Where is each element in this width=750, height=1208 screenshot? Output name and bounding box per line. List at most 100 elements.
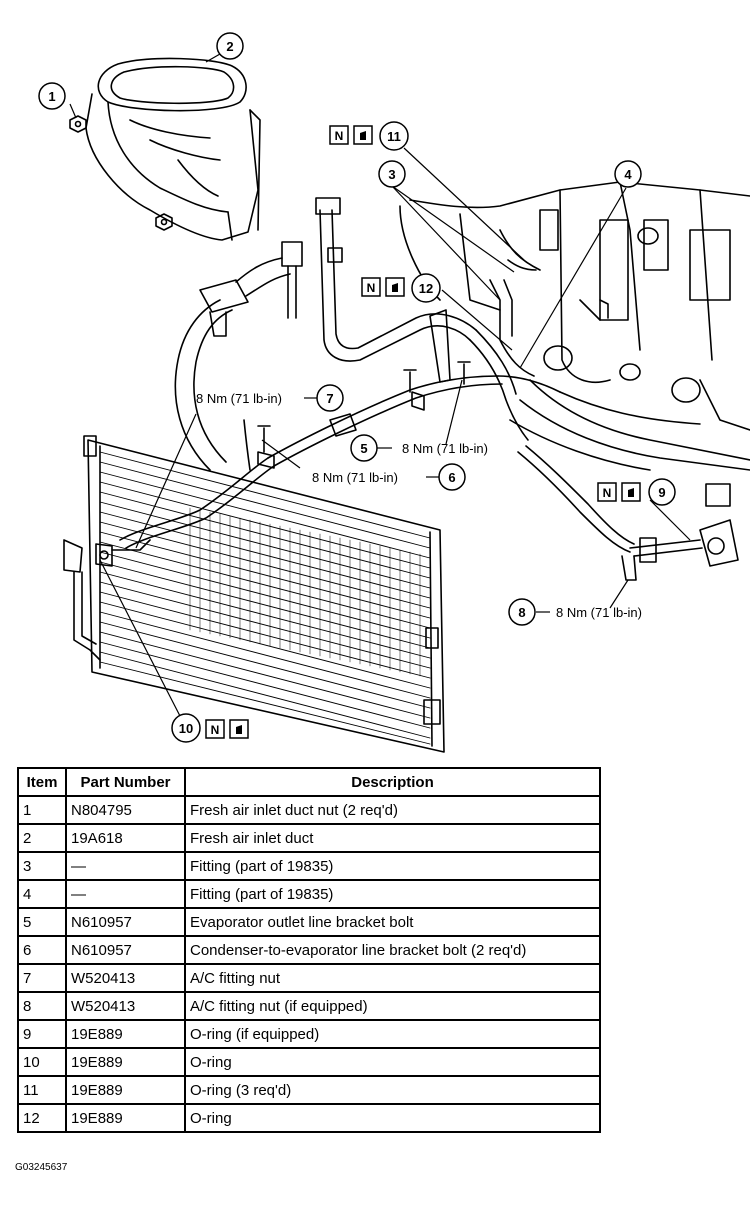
svg-text:N: N (367, 281, 376, 295)
svg-text:2: 2 (226, 39, 233, 54)
svg-text:8: 8 (518, 605, 525, 620)
cell-description: Condenser-to-evaporator line bracket bol… (184, 935, 601, 965)
duct-nut (69, 115, 87, 133)
condenser-fitting (63, 539, 151, 661)
new-part-symbol-10: N (205, 719, 249, 739)
cell-part-number: N804795 (65, 795, 186, 825)
new-part-symbol-9: N (597, 482, 641, 502)
svg-text:6: 6 (448, 470, 455, 485)
callout-11: 11 (379, 121, 409, 151)
cell-description: A/C fitting nut (184, 963, 601, 993)
callout-10: 10 (171, 713, 201, 743)
cell-part-number: W520413 (65, 991, 186, 1021)
cell-description: O-ring (184, 1047, 601, 1077)
header-part-number: Part Number (65, 767, 186, 797)
cell-item: 10 (17, 1047, 67, 1077)
cell-item: 11 (17, 1075, 67, 1105)
header-item: Item (17, 767, 67, 797)
cell-item: 4 (17, 879, 67, 909)
cell-description: Fresh air inlet duct nut (2 req'd) (184, 795, 601, 825)
svg-text:N: N (603, 486, 612, 500)
figure-id: G03245637 (15, 1162, 68, 1173)
svg-text:12: 12 (419, 281, 433, 296)
cell-part-number: 19E889 (65, 1075, 186, 1105)
svg-text:10: 10 (179, 721, 193, 736)
bracket-bolt (257, 361, 471, 469)
cell-description: Fitting (part of 19835) (184, 879, 601, 909)
callout-7: 7 (316, 384, 344, 412)
cell-description: O-ring (3 req'd) (184, 1075, 601, 1105)
callout-12: 12 (411, 273, 441, 303)
svg-text:5: 5 (360, 441, 367, 456)
cell-item: 7 (17, 963, 67, 993)
svg-text:7: 7 (326, 391, 333, 406)
cell-item: 6 (17, 935, 67, 965)
cell-item: 5 (17, 907, 67, 937)
svg-text:4: 4 (624, 167, 632, 182)
cell-description: Fresh air inlet duct (184, 823, 601, 853)
cell-part-number: 19E889 (65, 1103, 186, 1133)
callout-9: 9 (648, 478, 676, 506)
torque-label-5: 8 Nm (71 lb-in) (402, 441, 488, 456)
table-row: 3—Fitting (part of 19835) (17, 851, 601, 881)
cell-part-number: — (65, 851, 186, 881)
svg-text:3: 3 (388, 167, 395, 182)
callout-8: 8 (508, 598, 536, 626)
cell-part-number: 19A618 (65, 823, 186, 853)
header-description: Description (184, 767, 601, 797)
cell-item: 9 (17, 1019, 67, 1049)
cell-part-number: 19E889 (65, 1019, 186, 1049)
cell-item: 8 (17, 991, 67, 1021)
cell-description: Fitting (part of 19835) (184, 851, 601, 881)
cell-item: 1 (17, 795, 67, 825)
parts-table-header: Item Part Number Description (17, 767, 601, 797)
cell-item: 12 (17, 1103, 67, 1133)
new-part-symbol-11: N (329, 125, 373, 145)
suction-line (174, 241, 303, 471)
svg-text:11: 11 (387, 129, 401, 144)
callout-6: 6 (438, 463, 466, 491)
exploded-view-diagram: 1 2 3 4 11 12 7 5 6 9 8 10 (38, 32, 750, 753)
evaporator-line (315, 197, 529, 441)
firewall-structure (399, 181, 750, 471)
callout-4: 4 (614, 160, 642, 188)
callout-2: 2 (216, 32, 244, 60)
fresh-air-inlet-duct (85, 57, 261, 241)
svg-text:1: 1 (48, 89, 55, 104)
cell-item: 2 (17, 823, 67, 853)
cell-description: O-ring (if equipped) (184, 1019, 601, 1049)
cell-part-number: W520413 (65, 963, 186, 993)
svg-text:N: N (335, 129, 344, 143)
condenser (83, 435, 445, 753)
torque-label-7: 8 Nm (71 lb-in) (196, 391, 282, 406)
callout-3: 3 (378, 160, 406, 188)
cell-description: A/C fitting nut (if equipped) (184, 991, 601, 1021)
cell-part-number: N610957 (65, 935, 186, 965)
callout-1: 1 (38, 82, 66, 110)
duct-nut-2 (155, 213, 173, 231)
torque-label-6: 8 Nm (71 lb-in) (312, 470, 398, 485)
torque-label-8: 8 Nm (71 lb-in) (556, 605, 642, 620)
cell-part-number: — (65, 879, 186, 909)
cell-part-number: 19E889 (65, 1047, 186, 1077)
callout-5: 5 (350, 434, 378, 462)
cell-description: O-ring (184, 1103, 601, 1133)
cell-item: 3 (17, 851, 67, 881)
svg-text:N: N (211, 723, 220, 737)
cell-part-number: N610957 (65, 907, 186, 937)
new-part-symbol-12: N (361, 277, 405, 297)
svg-text:9: 9 (658, 485, 665, 500)
compressor-line (517, 445, 739, 581)
table-row: 4—Fitting (part of 19835) (17, 879, 601, 909)
